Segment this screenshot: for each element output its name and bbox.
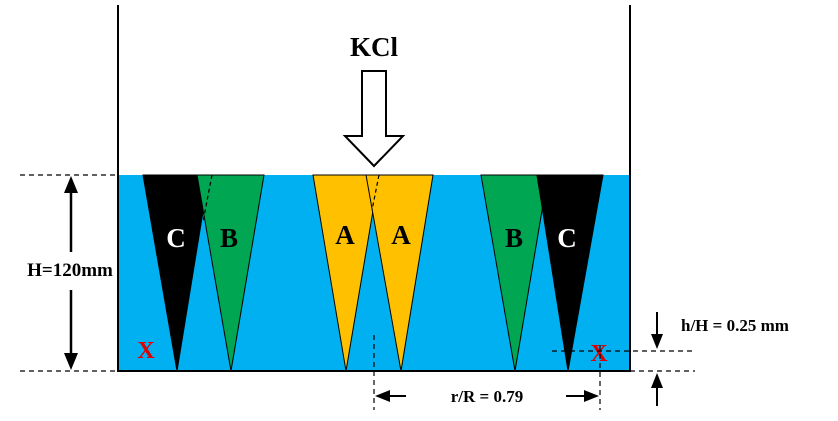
zone-boundary-left [202, 174, 213, 223]
kcl-label: KCl [350, 32, 399, 62]
zone-label-b-left: B [220, 223, 238, 253]
radius-arrow-right-head [584, 390, 599, 402]
zone-label-a-right: A [391, 220, 411, 250]
height-label: H=120mm [27, 260, 113, 281]
radius-arrow-left-head [375, 390, 390, 402]
height-ratio-label: h/H = 0.25 mm [681, 316, 789, 335]
zone-label-c-right: C [557, 223, 577, 253]
zone-label-c-left: C [166, 223, 186, 253]
zone-label-b-right: B [505, 223, 523, 253]
height-arrow-down [64, 353, 78, 370]
height-arrow-up [64, 176, 78, 193]
zone-a-center-left [312, 174, 380, 372]
h-arrow-top-head [651, 334, 663, 349]
zone-b-right [480, 174, 549, 372]
zone-a-center-right [365, 174, 434, 372]
radius-ratio-label: r/R = 0.79 [451, 387, 523, 406]
kcl-feed-arrow [342, 70, 406, 168]
zone-c-left [142, 174, 210, 372]
probe-marker-right: X [590, 341, 608, 367]
zone-label-a-left: A [335, 220, 355, 250]
zone-boundary-right [536, 174, 546, 223]
h-arrow-bottom-head [651, 373, 663, 388]
zone-b-left [196, 174, 265, 372]
zone-c-right [536, 174, 604, 372]
probe-marker-left: X [137, 338, 155, 364]
zone-boundary-center [371, 174, 380, 211]
